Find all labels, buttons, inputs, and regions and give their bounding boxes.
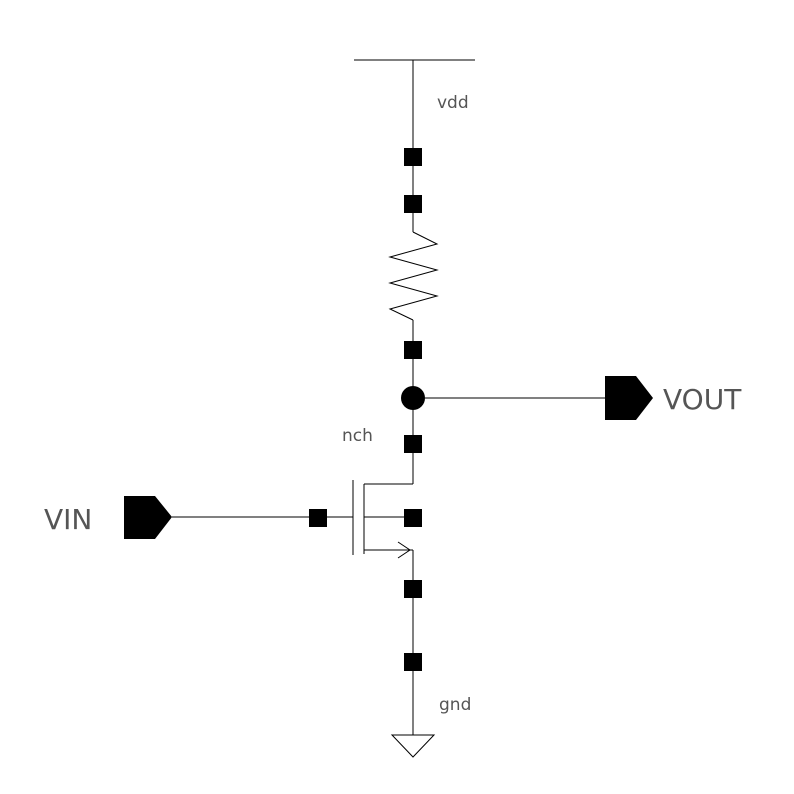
input-pin-icon[interactable] (124, 496, 172, 539)
vdd-supply-icon (354, 59, 475, 148)
drain-pad[interactable] (404, 435, 422, 453)
gate-pad[interactable] (309, 509, 327, 527)
connection-pad[interactable] (404, 195, 422, 213)
source-pad[interactable] (404, 580, 422, 598)
connection-pad[interactable] (404, 653, 422, 671)
nmos-transistor-icon (352, 453, 414, 580)
ground-icon (390, 734, 436, 758)
output-junction-dot (401, 386, 425, 410)
input-label: VIN (44, 503, 92, 536)
resistor-icon (388, 213, 439, 341)
connection-pad[interactable] (404, 341, 422, 359)
output-label: VOUT (663, 383, 742, 416)
transistor-label: nch (342, 426, 373, 446)
output-pin-icon[interactable] (605, 376, 653, 420)
body-pad[interactable] (404, 509, 422, 527)
gnd-label: gnd (439, 695, 471, 715)
vdd-label: vdd (437, 93, 469, 113)
connection-pad[interactable] (404, 148, 422, 166)
